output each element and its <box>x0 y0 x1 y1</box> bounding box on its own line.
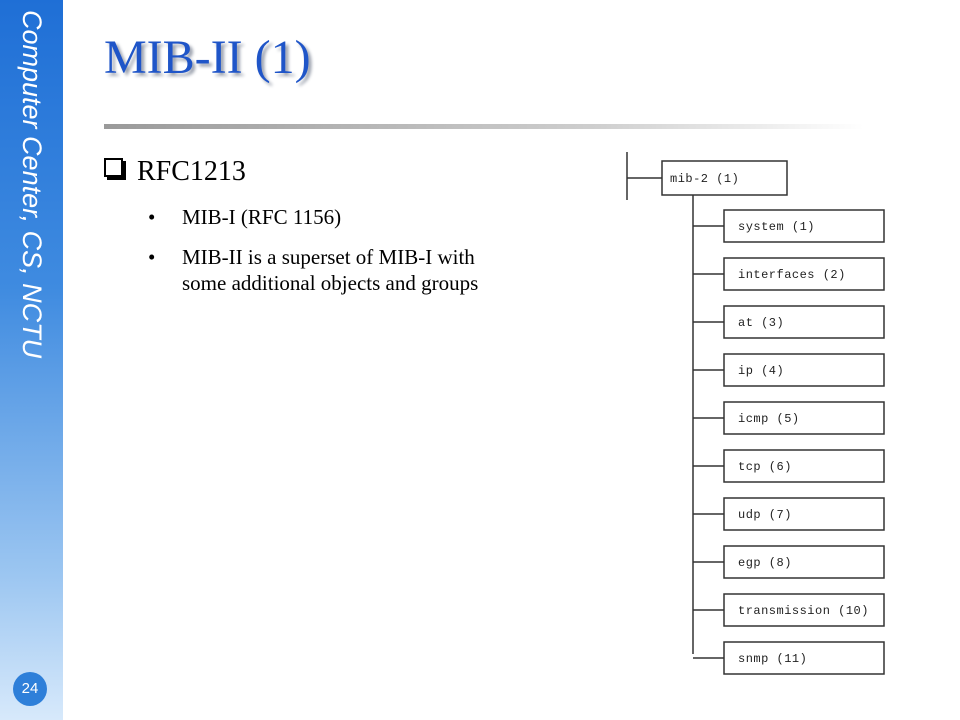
child-node: snmp (11) <box>693 641 885 675</box>
bullet-dot-icon: • <box>148 205 156 229</box>
sub-bullet-text: some additional objects and groups <box>182 271 479 295</box>
child-node: interfaces (2) <box>693 257 885 291</box>
child-node-box <box>723 593 885 627</box>
child-node-box <box>723 545 885 579</box>
child-node-label: udp (7) <box>738 508 792 522</box>
child-node: system (1) <box>693 209 885 243</box>
child-node-label: interfaces (2) <box>738 268 846 282</box>
sub-bullet-text: MIB-I (RFC 1156) <box>182 205 342 229</box>
root-node-label: mib-2 (1) <box>670 172 739 186</box>
child-node: icmp (5) <box>693 401 885 435</box>
child-node-box <box>723 641 885 675</box>
child-node-box <box>723 305 885 339</box>
child-node-label: transmission (10) <box>738 604 869 618</box>
tree-lines <box>626 152 694 654</box>
child-node: tcp (6) <box>693 449 885 483</box>
child-node: egp (8) <box>693 545 885 579</box>
child-node: at (3) <box>693 305 885 339</box>
child-node-box <box>723 353 885 387</box>
child-node-label: at (3) <box>738 316 784 330</box>
child-node-label: egp (8) <box>738 556 792 570</box>
child-node-label: ip (4) <box>738 364 784 378</box>
child-node-box <box>723 449 885 483</box>
child-node-label: system (1) <box>738 220 815 234</box>
child-node: transmission (10) <box>693 593 885 627</box>
slide-title: MIB-II (1) <box>104 31 311 84</box>
sidebar-label: Computer Center, CS, NCTU <box>17 10 47 359</box>
bullet-dot-icon: • <box>148 245 156 269</box>
checkbox-bullet-icon <box>104 158 123 177</box>
title-divider <box>104 124 864 129</box>
child-node-box <box>723 209 885 243</box>
sub-bullet-text: MIB-II is a superset of MIB-I with <box>182 245 475 269</box>
sidebar: Computer Center, CS, NCTU 24 <box>0 0 63 720</box>
child-node-label: snmp (11) <box>738 652 807 666</box>
child-node-box <box>723 257 885 291</box>
mib-tree-diagram: mib-2 (1) system (1) interfaces (2) at (3)… <box>626 152 885 675</box>
child-node-label: icmp (5) <box>738 412 800 426</box>
child-node: udp (7) <box>693 497 885 531</box>
root-node: mib-2 (1) <box>661 160 788 196</box>
child-nodes: system (1) interfaces (2) at (3) ip (4) icmp… <box>693 209 885 675</box>
child-node-box <box>723 401 885 435</box>
child-node: ip (4) <box>693 353 885 387</box>
child-node-box <box>723 497 885 531</box>
page-number: 24 <box>13 672 47 706</box>
child-node-label: tcp (6) <box>738 460 792 474</box>
main-bullet-text: RFC1213 <box>137 156 246 187</box>
main-bullet: RFC1213 <box>104 156 246 188</box>
